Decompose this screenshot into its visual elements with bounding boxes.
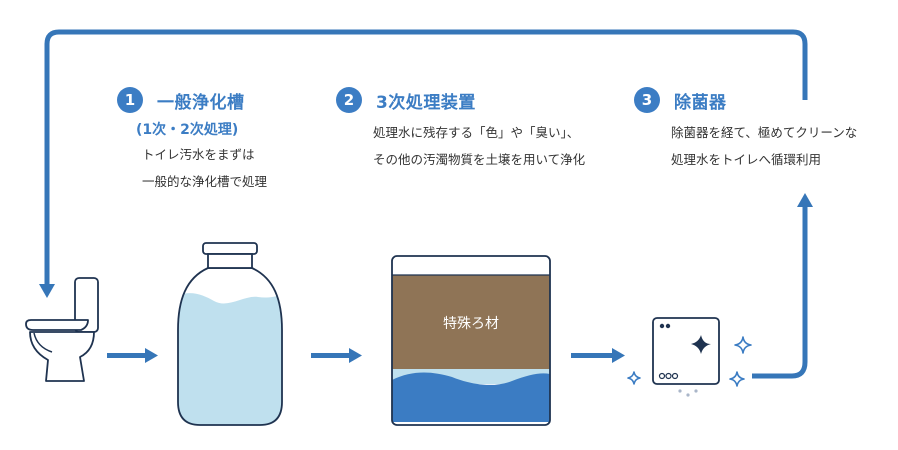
septic-tank-icon <box>177 242 283 426</box>
output-arrow <box>752 193 813 379</box>
step-1: 1 一般浄化槽 (1次・2次処理) トイレ汚水をまずは 一般的な浄化槽で処理 <box>117 87 267 195</box>
description-line: 除菌器を経て、極めてクリーンな <box>671 125 858 140</box>
sterilizer-icon <box>652 317 720 397</box>
soil-filter-icon: 特殊ろ材 <box>391 255 551 426</box>
description-line: トイレ汚水をまずは <box>142 147 255 162</box>
description-line: 処理水に残存する「色」や「臭い」、 <box>373 125 580 140</box>
step-2: 2 3次処理装置 処理水に残存する「色」や「臭い」、 その他の汚濁物質を土壌を用… <box>336 87 585 173</box>
return-loop-arrow <box>39 29 808 298</box>
description-line: 処理水をトイレへ循環利用 <box>671 152 822 167</box>
step-title: 3次処理装置 <box>376 92 476 113</box>
arrow-right-icon <box>571 348 625 363</box>
toilet-icon <box>25 277 99 382</box>
arrow-right-icon <box>107 348 158 363</box>
description-line: 一般的な浄化槽で処理 <box>142 174 268 189</box>
step-number-badge: 3 <box>634 87 660 113</box>
step-3: 3 除菌器 除菌器を経て、極めてクリーンな 処理水をトイレへ循環利用 <box>634 87 857 173</box>
arrow-right-icon <box>311 348 362 363</box>
sparkle-icon <box>627 336 752 387</box>
step-description: 除菌器を経て、極めてクリーンな 処理水をトイレへ循環利用 <box>671 119 857 173</box>
step-title: 除菌器 <box>674 92 727 113</box>
filter-label: 特殊ろ材 <box>443 316 499 332</box>
step-title: 一般浄化槽 <box>157 92 245 113</box>
step-description: トイレ汚水をまずは 一般的な浄化槽で処理 <box>142 141 267 195</box>
step-description: 処理水に残存する「色」や「臭い」、 その他の汚濁物質を土壌を用いて浄化 <box>373 119 585 173</box>
description-line: その他の汚濁物質を土壌を用いて浄化 <box>373 152 586 167</box>
step-number-badge: 1 <box>117 87 143 113</box>
step-subtitle: (1次・2次処理) <box>136 122 239 138</box>
step-number-badge: 2 <box>336 87 362 113</box>
